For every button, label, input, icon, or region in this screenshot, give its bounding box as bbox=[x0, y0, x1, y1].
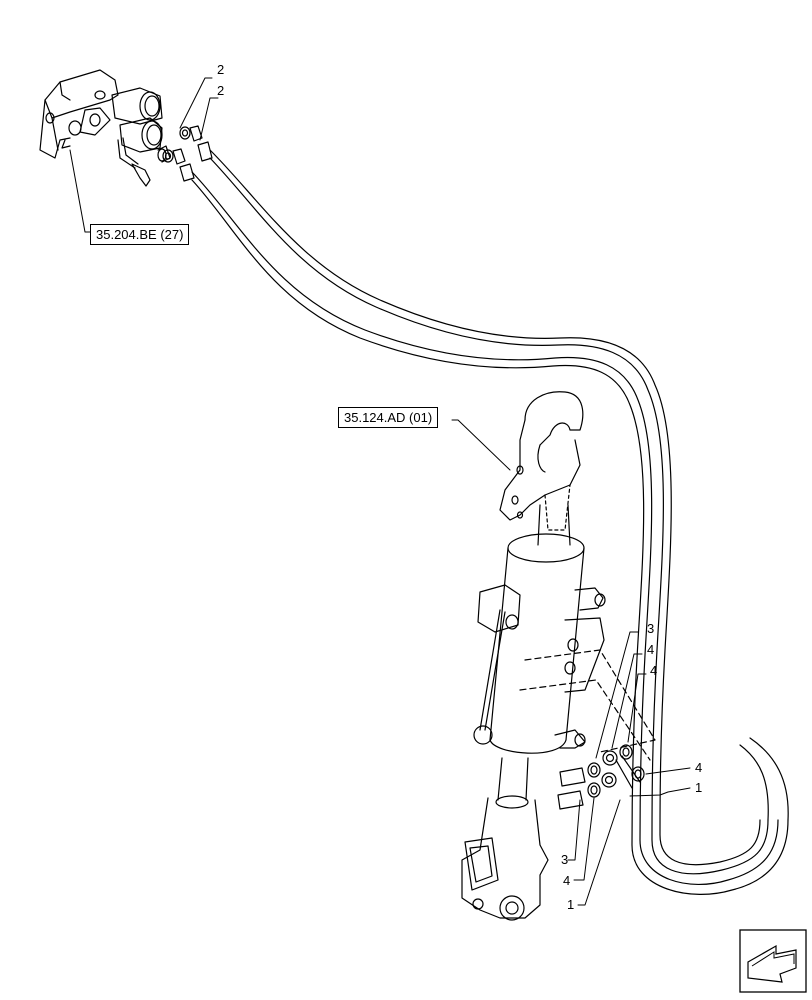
adapter-fittings bbox=[162, 125, 213, 182]
callout-top-2a: 2 bbox=[217, 62, 225, 77]
callout-bottom-3: 3 bbox=[561, 852, 569, 867]
leader-lines bbox=[69, 77, 691, 906]
callout-right-4c: 4 bbox=[695, 760, 703, 775]
callout-right-4a: 4 bbox=[647, 642, 655, 657]
hydraulic-cylinder bbox=[461, 504, 656, 921]
next-page-arrow-icon[interactable] bbox=[739, 929, 807, 993]
banjo-fittings bbox=[557, 744, 645, 810]
callout-right-3: 3 bbox=[647, 621, 655, 636]
callout-bottom-1: 1 bbox=[567, 897, 575, 912]
cylinder-head bbox=[499, 391, 584, 531]
callout-bottom-4: 4 bbox=[563, 873, 571, 888]
callout-right-1: 1 bbox=[695, 780, 703, 795]
callout-right-4b: 4 bbox=[650, 663, 658, 678]
callout-top-2b: 2 bbox=[217, 83, 225, 98]
hydraulic-hoses bbox=[191, 149, 789, 895]
valve-reference-label[interactable]: 35.204.BE (27) bbox=[90, 224, 190, 245]
cylinder-reference-label[interactable]: 35.124.AD (01) bbox=[338, 407, 439, 428]
control-valve bbox=[39, 69, 171, 187]
